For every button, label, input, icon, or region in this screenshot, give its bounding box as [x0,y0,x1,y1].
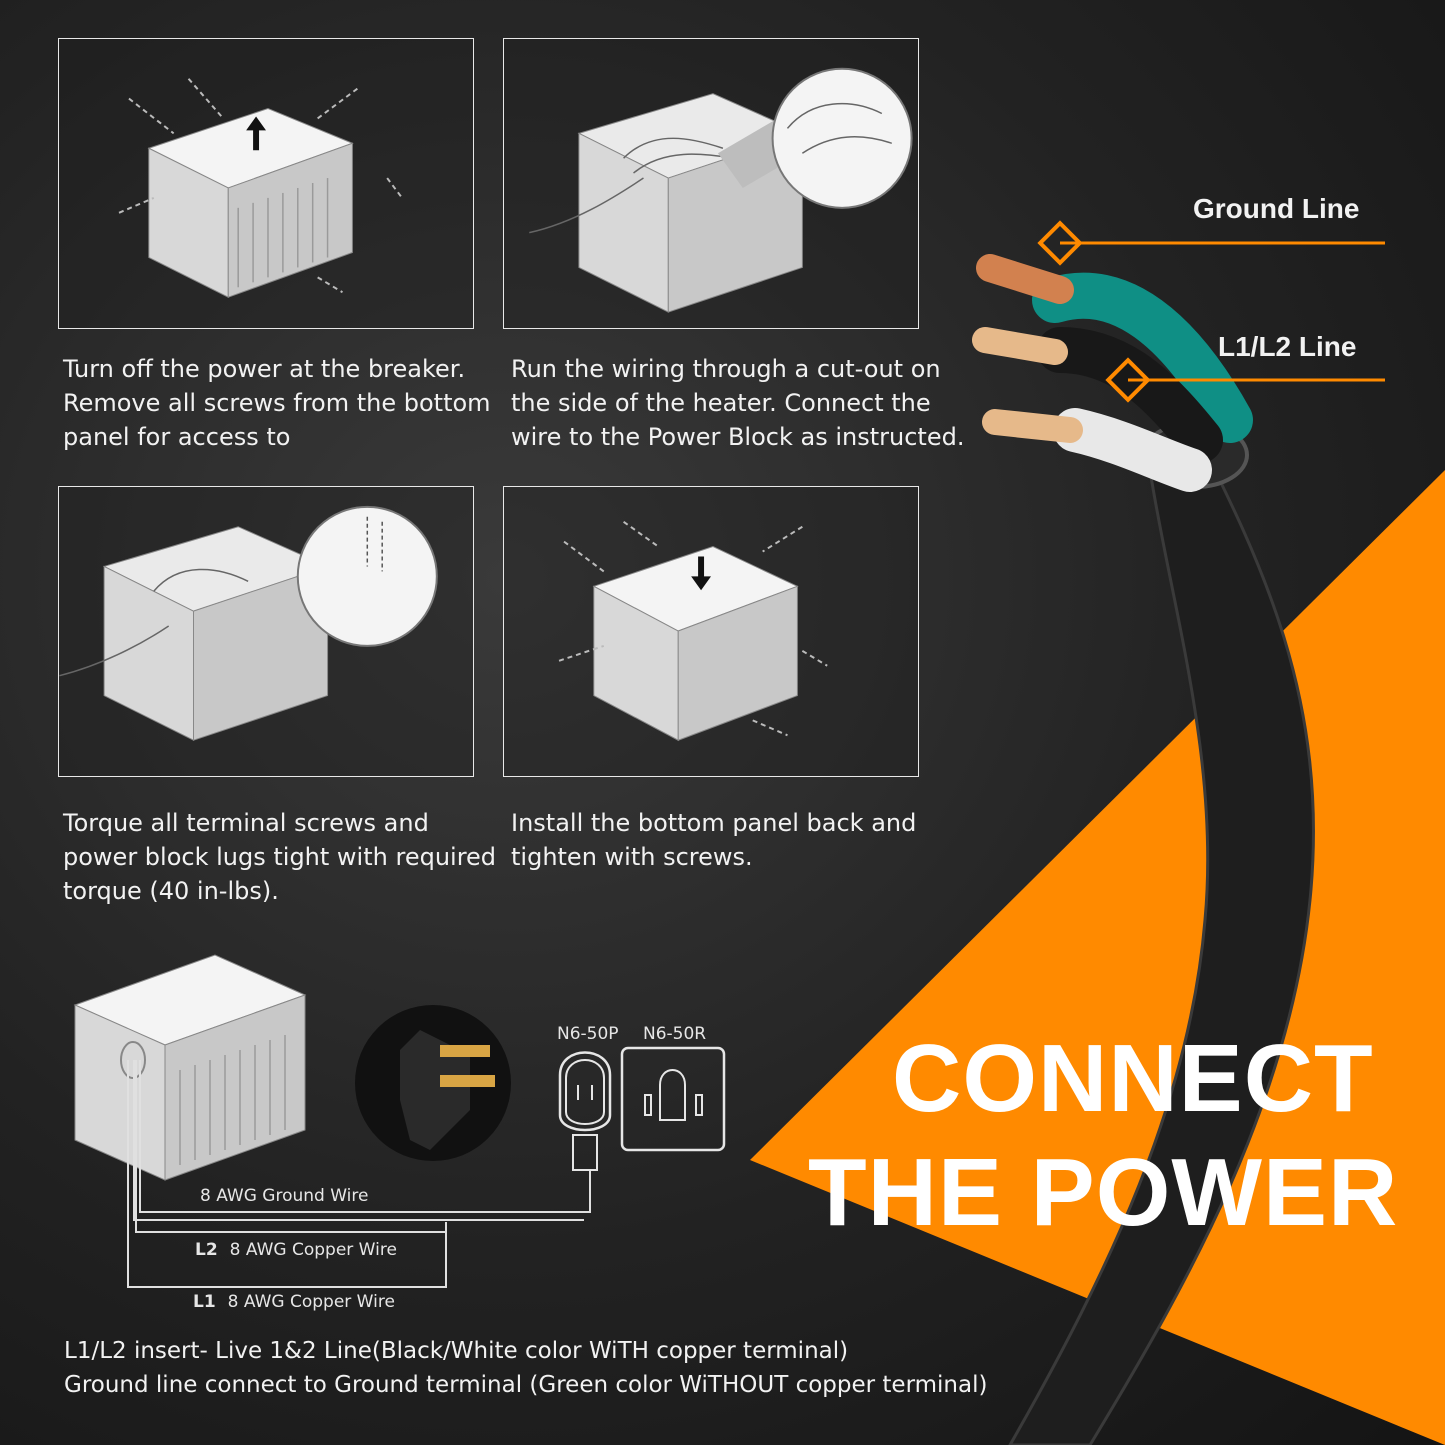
ground-line-callout: Ground Line [1193,193,1360,224]
ground-wire-label: 8 AWG Ground Wire [200,1186,369,1206]
step-4-illustration [503,486,919,777]
l1l2-line-callout: L1/L2 Line [1218,331,1357,362]
note-line-1: L1/L2 insert- Live 1&2 Line(Black/White … [64,1338,849,1364]
step-3-illustration [58,486,474,777]
step-2-illustration [503,38,919,329]
note-line-2: Ground line connect to Ground terminal (… [64,1372,988,1398]
headline-line-2: THE POWER [808,1139,1399,1246]
step-1-illustration [58,38,474,329]
step-1-text: Turn off the power at the breaker.Remove… [63,355,491,451]
receptacle-label: N6-50R [643,1024,707,1044]
headline-line-1: CONNECT [892,1025,1374,1132]
plug-label: N6-50P [557,1024,619,1044]
